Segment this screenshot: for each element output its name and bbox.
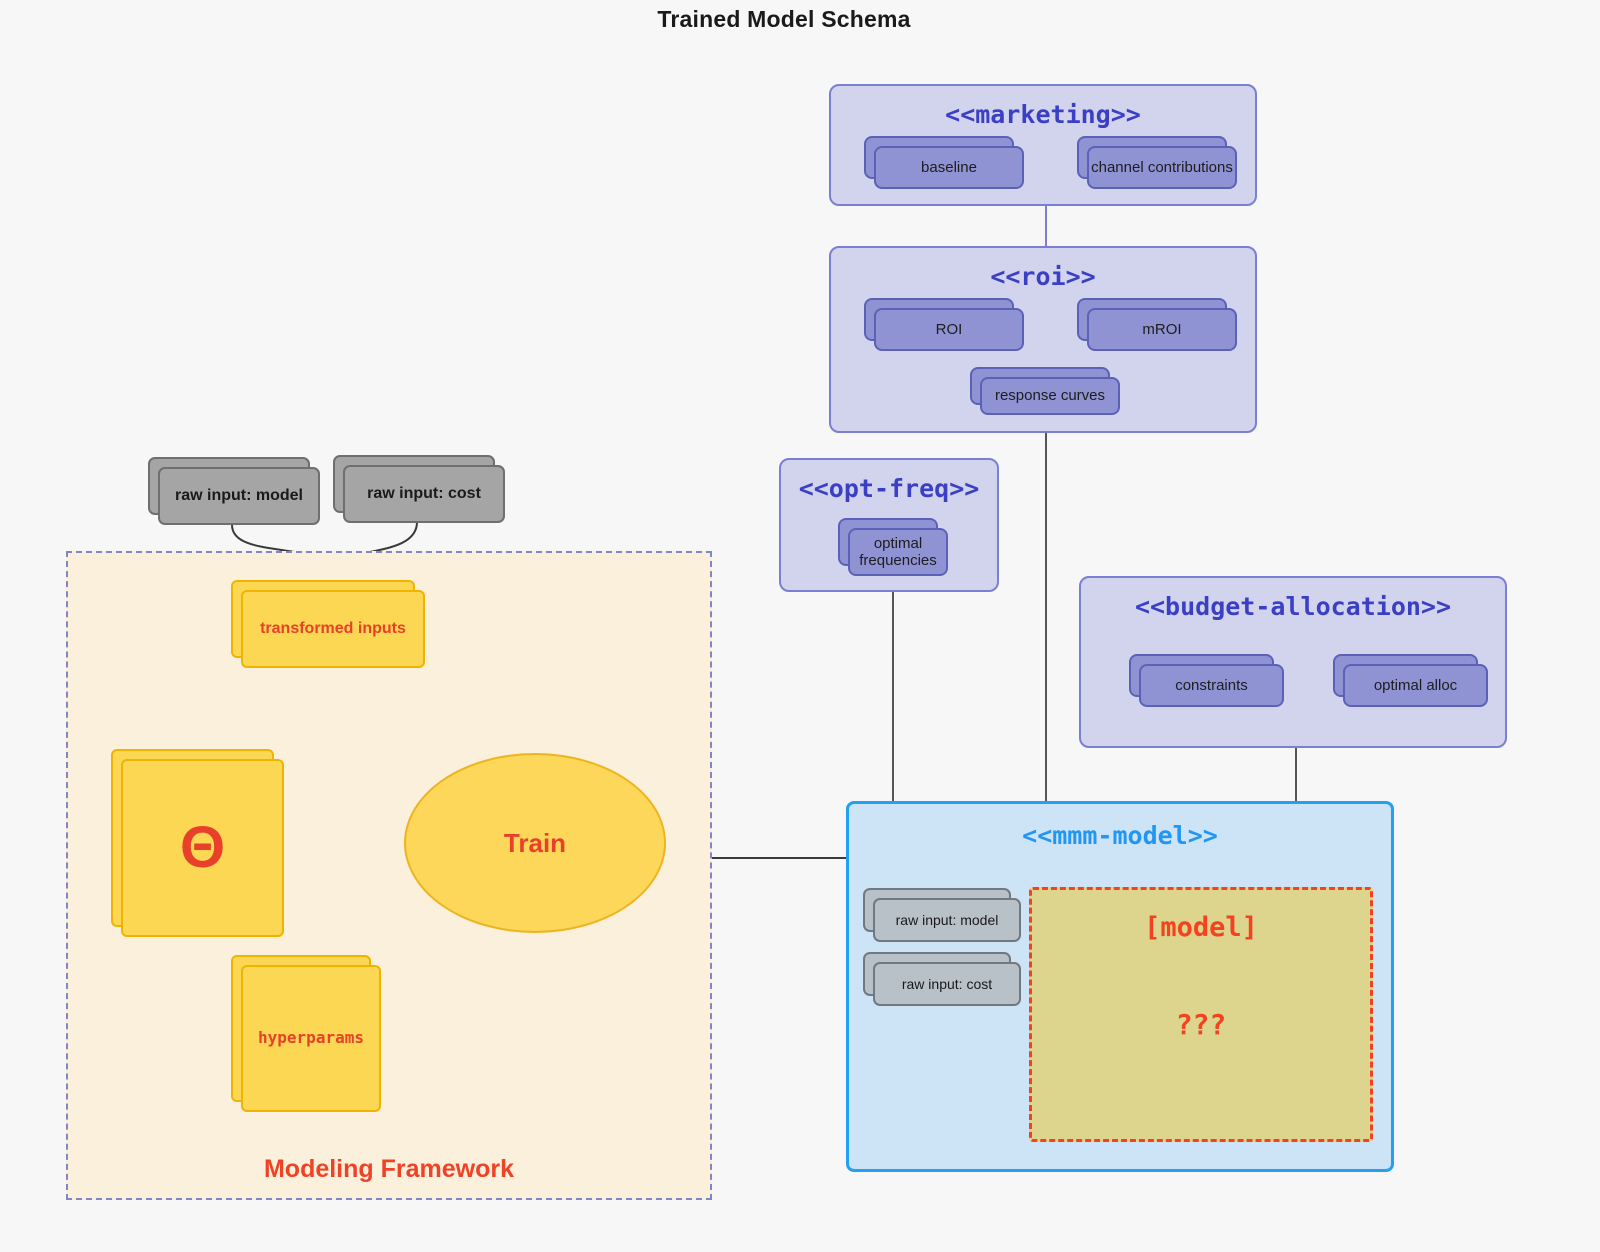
namespace-opt-freq[interactable]: <<opt-freq>> optimal frequencies [779,458,999,592]
node-response-curves-label: response curves [980,377,1120,415]
namespace-opt-freq-title: <<opt-freq>> [798,474,980,503]
node-roi[interactable]: ROI [864,298,1024,351]
node-mmm-raw-input-model-label: raw input: model [873,898,1021,942]
node-mmm-raw-input-cost-label: raw input: cost [873,962,1021,1006]
namespace-marketing-title: <<marketing>> [945,100,1141,129]
node-optimal-alloc-label: optimal alloc [1343,664,1488,707]
node-optimal-frequencies[interactable]: optimal frequencies [838,518,948,576]
namespace-budget-allocation[interactable]: <<budget-allocation>> constraints optima… [1079,576,1507,748]
node-optimal-alloc[interactable]: optimal alloc [1333,654,1488,707]
node-hyperparams[interactable]: hyperparams [231,955,381,1112]
node-raw-input-model-label: raw input: model [158,467,320,525]
node-theta[interactable]: Θ [111,749,284,937]
node-constraints-label: constraints [1139,664,1284,707]
node-baseline[interactable]: baseline [864,136,1024,189]
train-label: Train [503,827,567,858]
node-raw-input-model[interactable]: raw input: model [148,457,320,525]
node-mmm-raw-input-model[interactable]: raw input: model [863,888,1021,942]
node-raw-input-cost-label: raw input: cost [343,465,505,523]
node-roi-label: ROI [874,308,1024,351]
namespace-budget-allocation-title: <<budget-allocation>> [1134,592,1452,621]
page-title: Trained Model Schema [657,6,911,32]
modeling-framework-label: Modeling Framework [263,1155,515,1183]
node-mroi-label: mROI [1087,308,1237,351]
namespace-mmm-model-title: <<mmm-model>> [1022,821,1218,850]
node-response-curves[interactable]: response curves [970,367,1120,415]
node-theta-label: Θ [121,759,284,937]
namespace-marketing[interactable]: <<marketing>> baseline channel contribut… [829,84,1257,206]
node-mroi[interactable]: mROI [1077,298,1237,351]
node-transformed-inputs[interactable]: transformed inputs [231,580,425,668]
node-baseline-label: baseline [874,146,1024,189]
namespace-mmm-model[interactable]: <<mmm-model>> raw input: model raw input… [846,801,1394,1172]
model-unknown-label: ??? [1175,1008,1227,1041]
node-mmm-raw-input-cost[interactable]: raw input: cost [863,952,1021,1006]
node-channel-contributions[interactable]: channel contributions [1077,136,1237,189]
node-channel-contributions-label: channel contributions [1087,146,1237,189]
namespace-roi-title: <<roi>> [990,262,1096,291]
node-raw-input-cost[interactable]: raw input: cost [333,455,505,523]
node-transformed-inputs-label: transformed inputs [241,590,425,668]
namespace-roi[interactable]: <<roi>> ROI mROI response curves [829,246,1257,433]
node-hyperparams-label: hyperparams [241,965,381,1112]
model-placeholder-label: [model] [1144,912,1258,943]
node-constraints[interactable]: constraints [1129,654,1284,707]
train-process-ellipse[interactable]: Train [404,753,666,933]
model-placeholder-region[interactable]: [model] ??? [1029,887,1373,1142]
node-optimal-frequencies-label: optimal frequencies [848,528,948,576]
